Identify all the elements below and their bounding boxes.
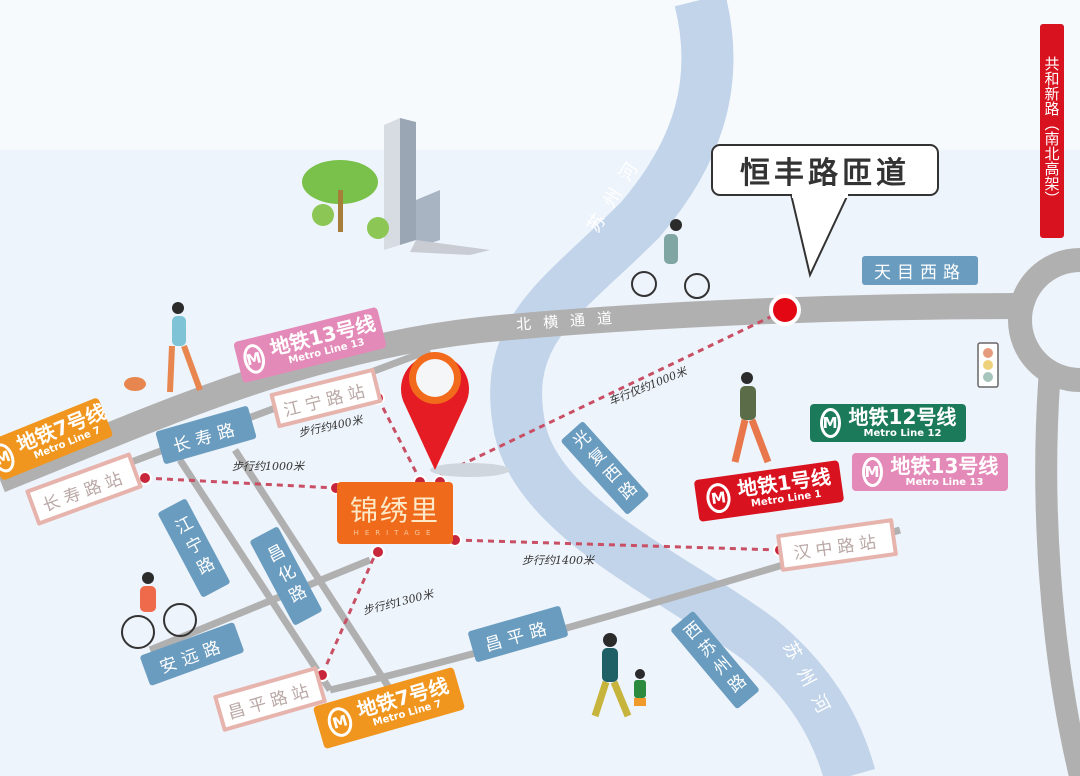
destination-name: 锦绣里 xyxy=(349,494,440,527)
trees-illustration xyxy=(302,160,389,239)
location-pin-icon[interactable] xyxy=(401,352,510,477)
callout-bubble xyxy=(711,144,939,279)
shanghai-metro-logo-icon: M xyxy=(324,704,356,740)
father-and-child-illustration xyxy=(591,633,646,718)
highway-sign: 共和新路（南北高架） xyxy=(1040,24,1064,238)
walking-routes xyxy=(144,308,786,676)
cyclist-man-illustration xyxy=(121,572,197,649)
roundabout xyxy=(1008,248,1080,392)
metro-cn: 地铁12号线 xyxy=(848,405,957,429)
road-tag-tianmu: 天目西路 xyxy=(862,256,978,285)
shanghai-metro-logo-icon: M xyxy=(0,440,19,476)
highway-down xyxy=(1035,369,1080,776)
building-illustration xyxy=(384,118,490,255)
person-walking-dog-illustration xyxy=(124,302,203,393)
ramp-marker[interactable] xyxy=(769,294,801,326)
distance-changshou: 步行约1000米 xyxy=(232,460,304,473)
cyclist-woman-illustration xyxy=(631,219,710,299)
traffic-light-icon xyxy=(977,342,999,388)
metro-en: Metro Line 13 xyxy=(905,477,984,488)
shanghai-metro-logo-icon: M xyxy=(240,341,268,377)
man-with-drink-illustration xyxy=(731,372,772,464)
main-road xyxy=(0,293,1021,493)
river xyxy=(490,0,876,776)
distance-hanzhong: 步行约1400米 xyxy=(522,554,594,567)
metro-en: Metro Line 12 xyxy=(863,428,942,439)
shanghai-metro-logo-icon: M xyxy=(861,457,883,487)
ramp-callout-label: 恒丰路匝道 xyxy=(740,156,910,191)
destination-label[interactable]: 锦绣里 HERITAGE xyxy=(337,482,453,544)
shanghai-metro-logo-icon: M xyxy=(704,481,733,515)
metro-cn: 地铁13号线 xyxy=(890,454,999,478)
shanghai-metro-logo-icon: M xyxy=(819,408,841,438)
destination-subtitle: HERITAGE xyxy=(353,529,437,537)
